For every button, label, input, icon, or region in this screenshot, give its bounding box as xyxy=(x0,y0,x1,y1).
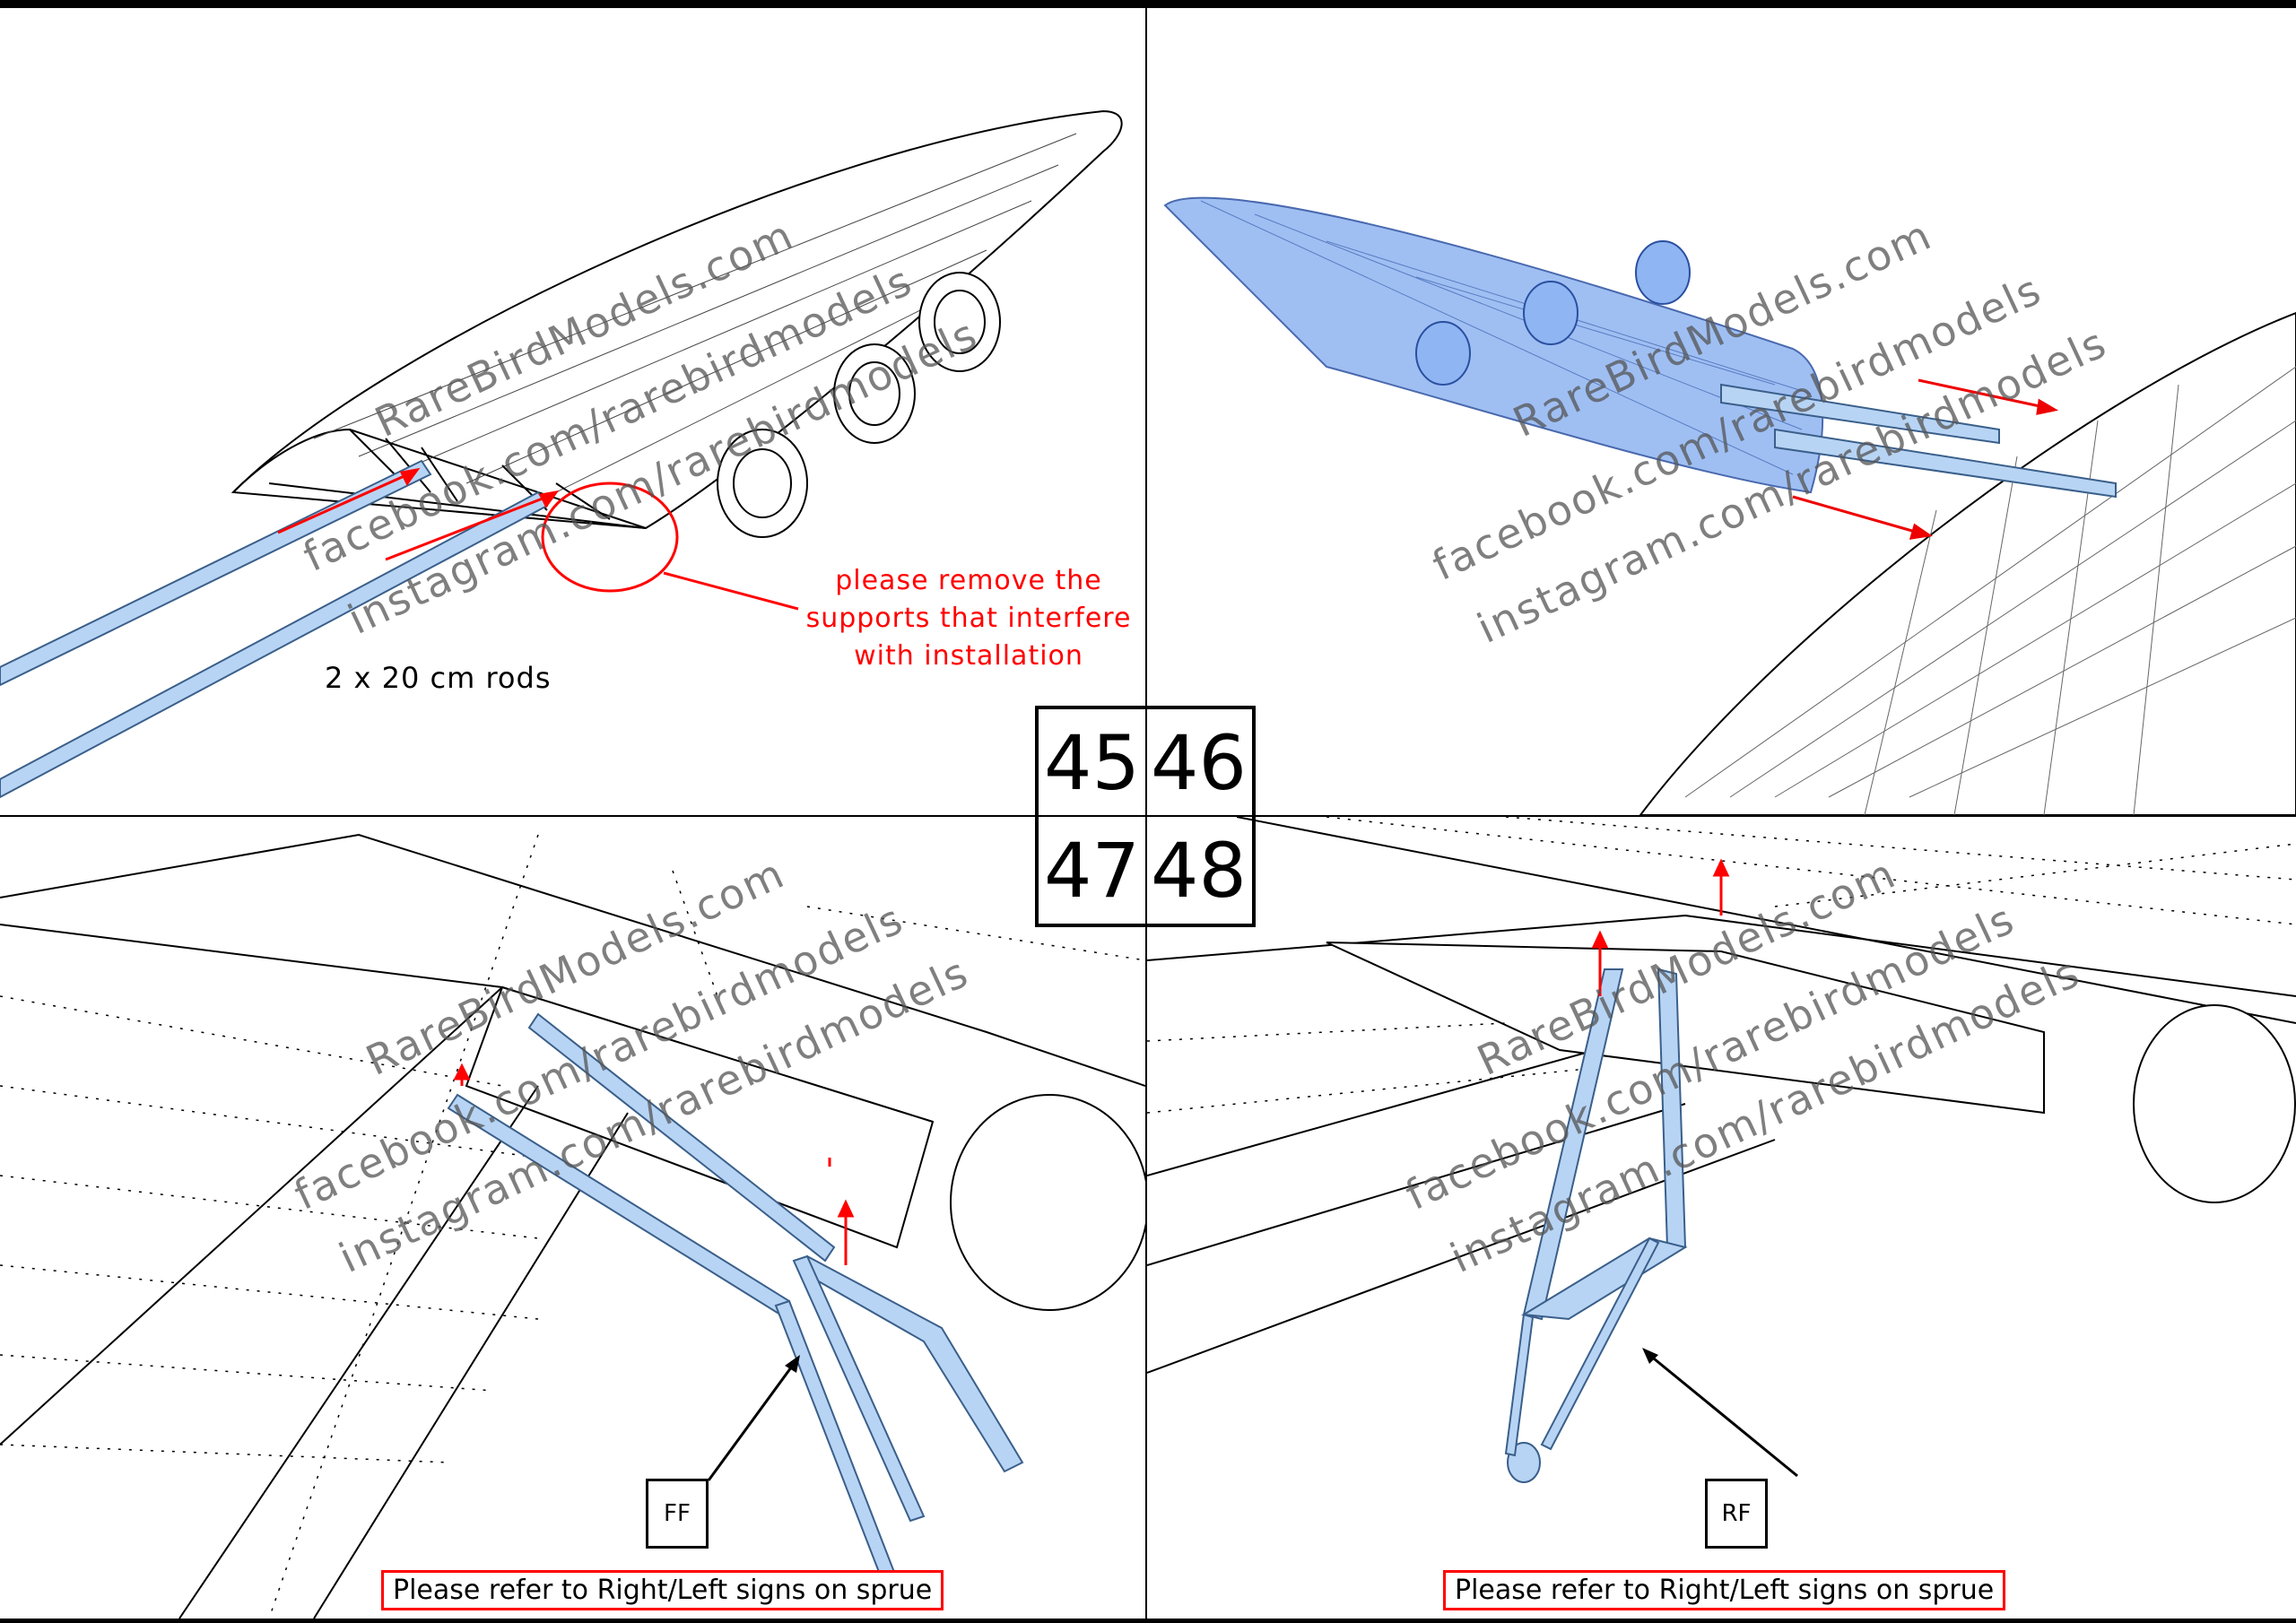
step-number-45: 45 xyxy=(1044,719,1140,807)
top-border xyxy=(0,0,2296,8)
part-label-rf: RF xyxy=(1705,1479,1768,1549)
note-line: supports that interfere xyxy=(805,603,1132,634)
note-line: please remove the xyxy=(835,565,1102,596)
step-46-panel: RareBirdModels.com facebook.com/rarebird… xyxy=(1147,8,2296,815)
note-line: with installation xyxy=(854,640,1083,672)
step-47-panel: RareBirdModels.com facebook.com/rarebird… xyxy=(0,817,1145,1619)
sprue-note: Please refer to Right/Left signs on spru… xyxy=(1443,1570,2006,1610)
rods-label: 2 x 20 cm rods xyxy=(325,661,552,695)
rear-flap-drawing xyxy=(1147,817,2296,1483)
step-number-48: 48 xyxy=(1151,827,1247,915)
bottom-border xyxy=(0,1619,2296,1623)
sprue-note: Please refer to Right/Left signs on spru… xyxy=(381,1570,944,1610)
wing-open-end-drawing xyxy=(0,109,1123,799)
step-45-panel: RareBirdModels.com facebook.com/rarebird… xyxy=(0,8,1145,815)
wing-fuselage-drawing xyxy=(1163,196,2296,815)
step-number-47: 47 xyxy=(1044,827,1140,915)
part-label-ff: FF xyxy=(646,1479,709,1549)
step-number-46: 46 xyxy=(1151,719,1247,807)
horizontal-divider xyxy=(0,815,2296,817)
step-48-panel: RareBirdModels.com facebook.com/rarebird… xyxy=(1147,817,2296,1619)
front-flap-drawing xyxy=(0,833,1145,1619)
step-number-box: 45 46 47 48 xyxy=(1035,706,1256,927)
remove-supports-note: please remove the supports that interfer… xyxy=(789,562,1145,675)
